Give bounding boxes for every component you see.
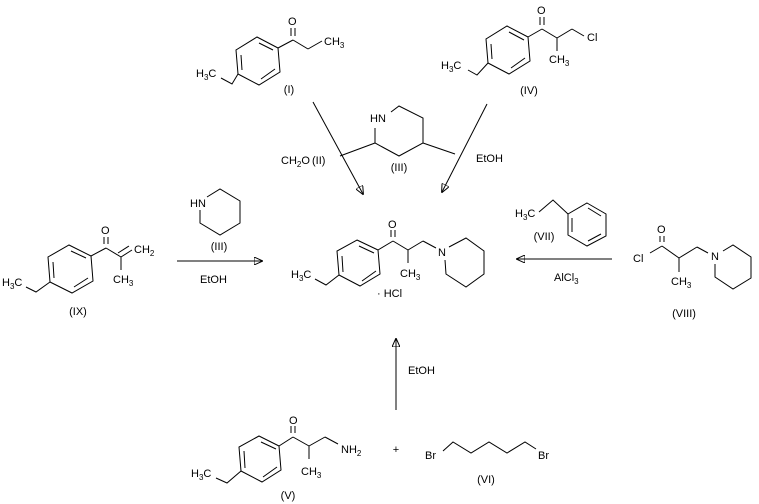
aromatic-double-bonds — [240, 42, 276, 80]
compound-label-ix: (IX) — [69, 306, 87, 318]
atom-label-o: O — [657, 224, 666, 236]
atom-label-n: N — [711, 251, 719, 263]
chain-bonds — [377, 240, 437, 263]
carbonyl-double-bond — [390, 230, 396, 237]
reagent-piperidine-left: HN (III) — [190, 188, 241, 253]
chain-bonds — [90, 247, 122, 270]
reagent-label-etoh: EtOH — [200, 274, 227, 286]
reagent-label-etoh: EtOH — [476, 153, 503, 165]
atom-label-o: O — [288, 16, 297, 28]
atom-label-cl: Cl — [587, 32, 597, 44]
chain-bonds — [442, 441, 537, 454]
aromatic-double-bonds — [490, 31, 526, 69]
reagent-label-ch2o: CH2O — [281, 155, 310, 169]
structure-vii: H3C (VII) — [515, 199, 607, 247]
arrow-ix-to-product: EtOH — [177, 261, 262, 286]
carbonyl-double-bond — [290, 28, 296, 36]
compound-label-v: (V) — [281, 490, 296, 502]
reagent-label-alcl3: AlCl3 — [554, 272, 579, 286]
atom-label-cl: Cl — [633, 253, 643, 265]
aromatic-double-bonds — [341, 245, 377, 282]
ethyl-bonds — [25, 281, 51, 293]
ethyl-bonds — [215, 470, 242, 484]
compound-label-vii: (VII) — [534, 231, 555, 243]
benzene-ring — [336, 239, 381, 287]
chain-bonds — [527, 28, 585, 51]
atom-label-h3c: H3C — [2, 277, 22, 291]
atom-label-hn: HN — [370, 113, 386, 125]
atom-label-h3c: H3C — [515, 208, 535, 222]
arrow-v-vi-to-product: EtOH — [396, 339, 435, 410]
atom-label-n: N — [438, 247, 446, 259]
atom-label-br: Br — [425, 450, 436, 462]
compound-label-ii: (II) — [312, 155, 325, 167]
structure-product: H3C O CH3 N · HCl — [291, 219, 485, 300]
compound-label-vi: (VI) — [477, 474, 495, 486]
structure-ix: H3C O CH2 CH3 (IX) — [2, 225, 155, 318]
chain-bonds — [649, 245, 709, 272]
atom-label-h3c: H3C — [196, 68, 216, 82]
compound-label-viii: (VIII) — [672, 308, 696, 320]
atom-label-h3c: H3C — [191, 468, 211, 482]
reaction-arrow — [442, 103, 488, 192]
atom-label-o: O — [101, 225, 110, 237]
chain-bonds — [277, 39, 323, 50]
atom-label-ch2: CH2 — [134, 244, 155, 258]
arrow-viii-to-product: AlCl3 — [517, 259, 612, 286]
ethyl-bonds — [467, 62, 489, 76]
carbonyl-double-bond — [659, 236, 665, 242]
plus-operator: + — [393, 444, 399, 456]
benzene-ring — [235, 36, 281, 86]
structure-iv: H3C O CH3 Cl (IV) — [441, 5, 597, 97]
compound-label-iv: (IV) — [520, 85, 538, 97]
arrow-i-to-product: CH2O (II) — [281, 101, 363, 194]
aromatic-double-bonds — [52, 250, 89, 288]
benzene-ring — [485, 25, 531, 75]
piperidine-ring — [444, 237, 485, 288]
atom-label-ch3: CH3 — [400, 268, 421, 282]
ethyl-bonds — [220, 73, 239, 85]
ethyl-bonds — [538, 199, 569, 215]
compound-label-i: (I) — [284, 84, 294, 96]
benzene-ring — [47, 244, 94, 294]
reaction-arrow — [312, 101, 363, 194]
structure-v: H3C O CH3 NH2 (V) — [191, 415, 362, 502]
atom-label-ch3: CH3 — [549, 54, 570, 68]
salt-label-hcl: · HCl — [377, 288, 402, 300]
atom-label-ch3: CH3 — [324, 36, 345, 50]
carbonyl-double-bond — [290, 426, 296, 433]
benzene-ring — [238, 435, 282, 483]
arrow-iv-to-product: EtOH — [442, 103, 503, 192]
reagent-piperidine-top: HN (III) — [339, 105, 456, 174]
aromatic-double-bonds — [243, 441, 278, 478]
aromatic-double-bonds — [571, 207, 602, 242]
compound-label-iii: (III) — [211, 241, 228, 253]
atom-label-h3c: H3C — [441, 60, 461, 74]
reagent-connector-right — [422, 142, 456, 155]
chain-bonds — [278, 436, 339, 459]
structure-i: H3C O CH3 (I) — [196, 16, 345, 96]
atom-label-br: Br — [538, 450, 549, 462]
carbonyl-double-bond — [539, 17, 545, 25]
atom-label-h3c: H3C — [291, 269, 311, 283]
structure-viii: Cl O CH3 N (VIII) — [633, 224, 752, 320]
atom-label-hn: HN — [190, 198, 206, 210]
reagent-connector-left — [339, 142, 376, 157]
piperidine-ring — [199, 188, 241, 236]
atom-label-o: O — [388, 219, 397, 231]
atom-label-ch3: CH3 — [113, 274, 134, 288]
atom-label-nh2: NH2 — [341, 444, 362, 458]
atom-label-o: O — [537, 5, 546, 17]
atom-label-ch3: CH3 — [671, 276, 692, 290]
atom-label-o: O — [289, 415, 298, 427]
structure-vi: Br Br (VI) — [425, 441, 549, 486]
reagent-label-etoh: EtOH — [408, 365, 435, 377]
methylene-double-bond — [117, 245, 133, 258]
piperidine-ring — [714, 244, 752, 290]
ethyl-bonds — [314, 274, 340, 286]
compound-label-iii: (III) — [391, 162, 408, 174]
benzene-ring — [567, 202, 607, 247]
carbonyl-double-bond — [103, 237, 109, 244]
atom-label-ch3: CH3 — [301, 466, 322, 480]
